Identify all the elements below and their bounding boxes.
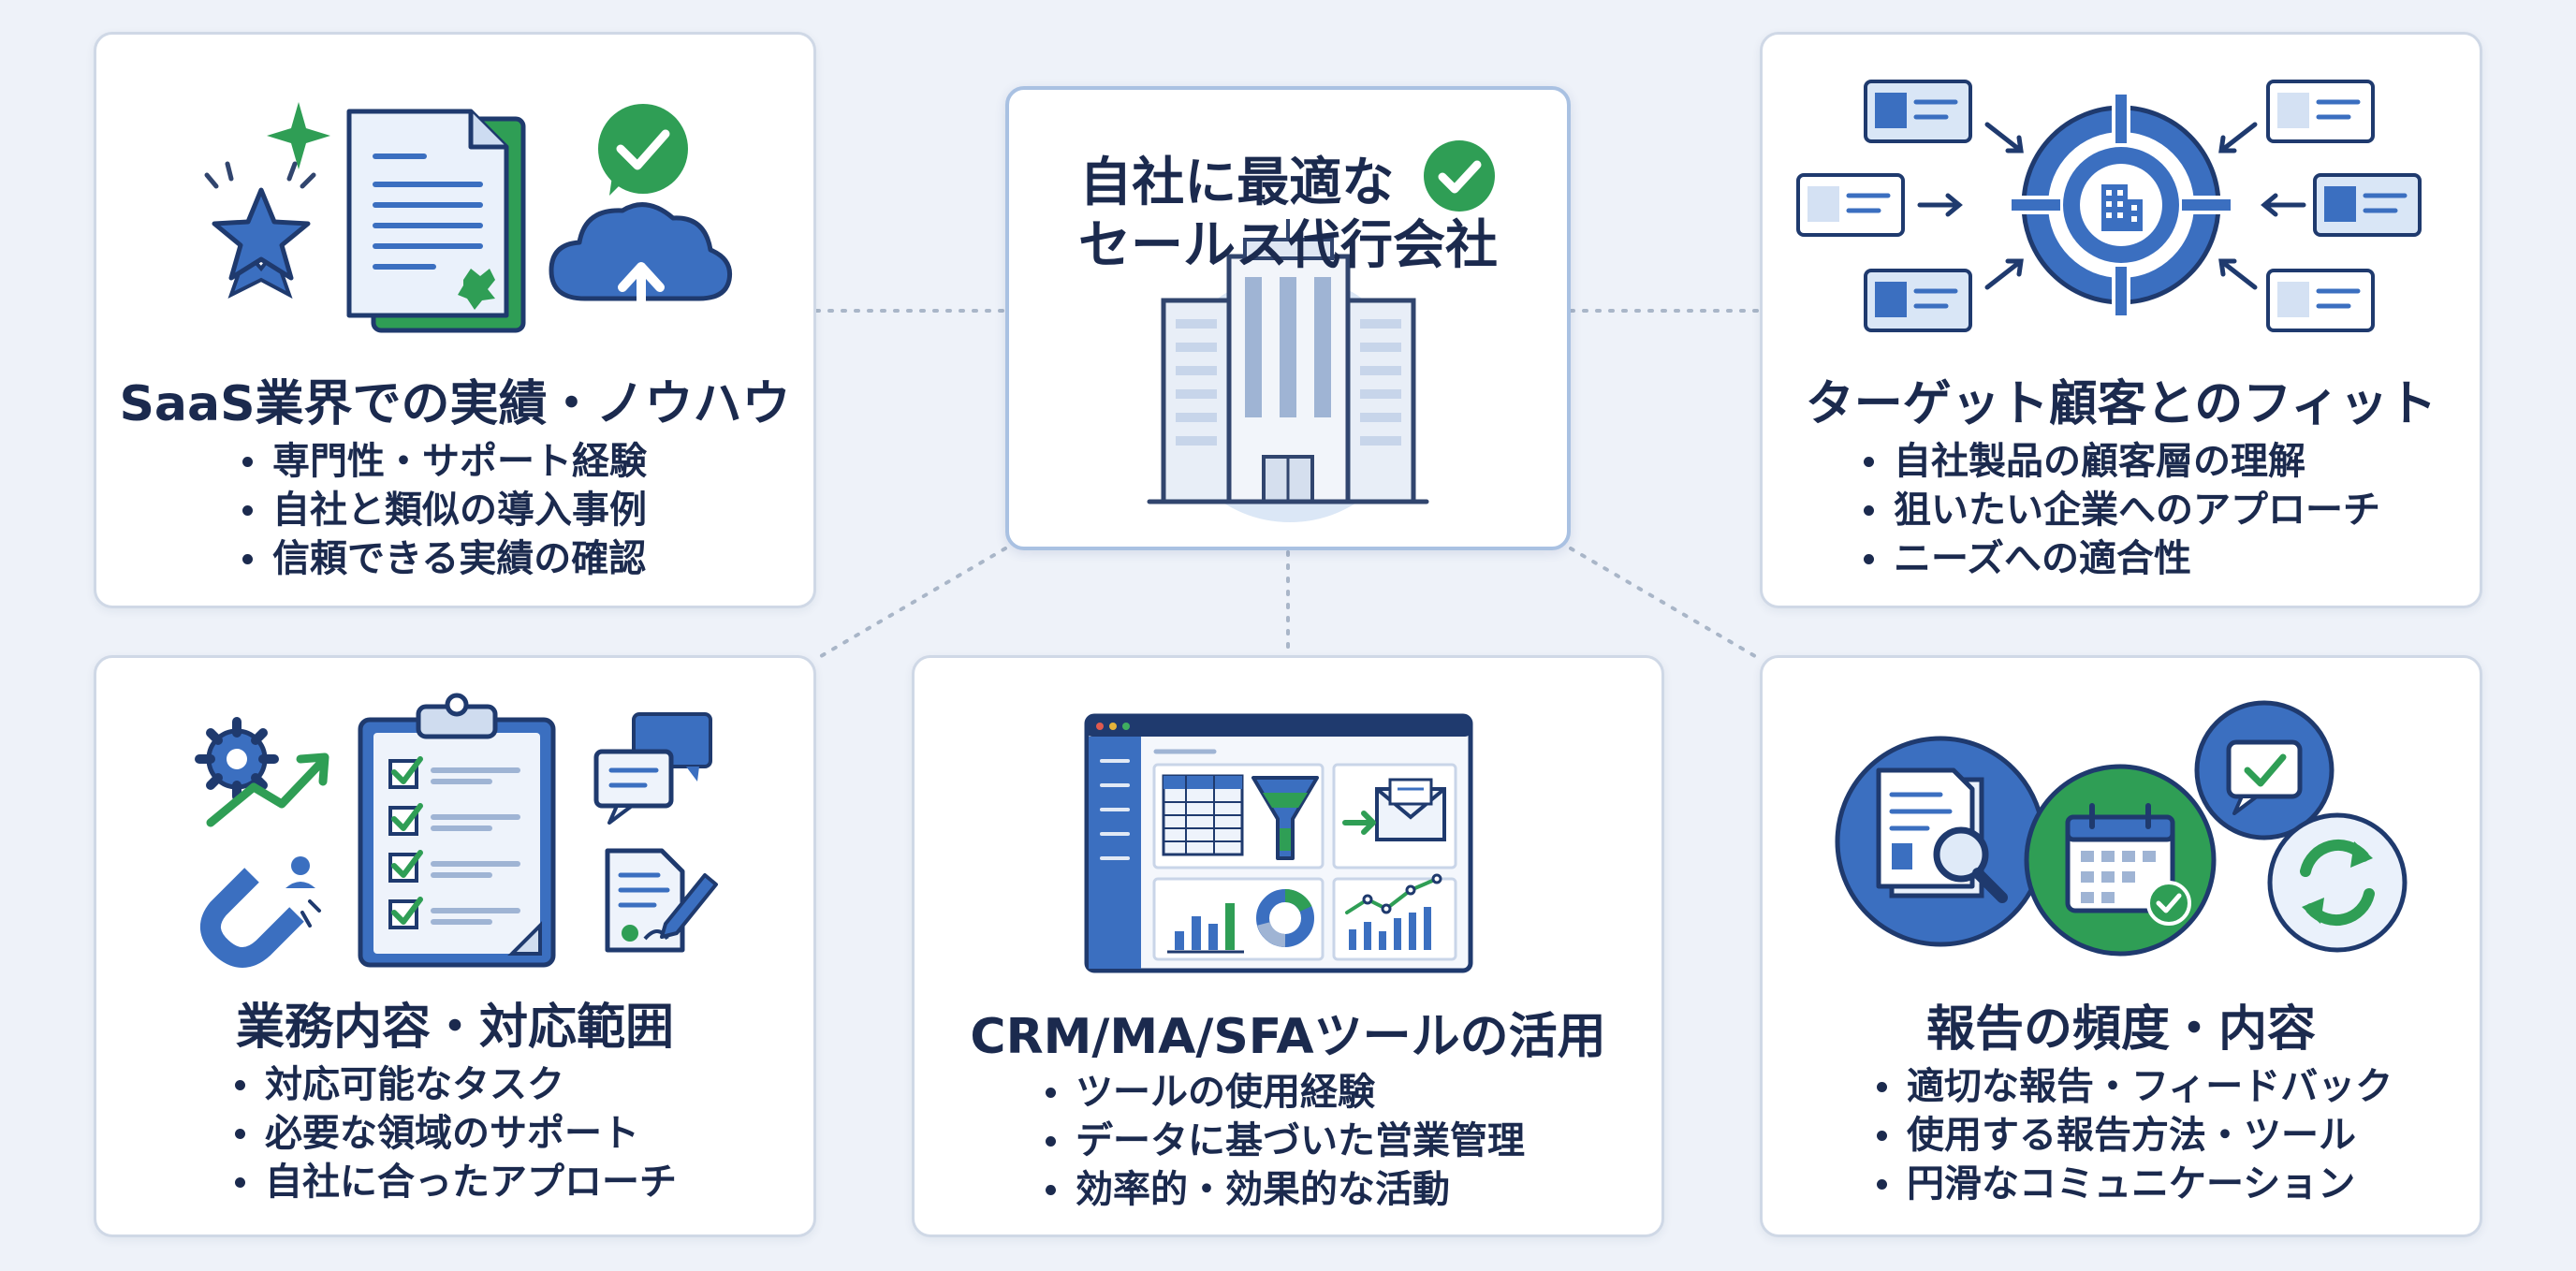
card-target-fit: ターゲット顧客とのフィット 自社製品の顧客層の理解 狙いたい企業へのアプローチ … [1760, 32, 2482, 608]
refresh-icon [2267, 812, 2408, 953]
table-grid [1162, 774, 1244, 856]
star-award-icon [204, 161, 316, 299]
bar-chart-icon [1167, 903, 1244, 954]
bullet-item: 自社と類似の導入事例 [239, 486, 647, 534]
email-icon [1342, 778, 1446, 841]
check-bubble-icon [2194, 700, 2334, 840]
bullet-item: 自社に合ったアプローチ [231, 1158, 677, 1206]
center-title: 自社に最適な [1009, 139, 1567, 218]
saas-illustration [204, 102, 733, 333]
center-title-line2: セールス代行会社 [1078, 215, 1498, 276]
scope-illustration [195, 693, 718, 968]
certificate-document-icon [346, 109, 526, 333]
profile-card-icon [1796, 80, 2422, 332]
center-card: 自社に最適な セールス代行会社 [1005, 86, 1571, 550]
office-building-icon [1147, 219, 1429, 522]
connector-bottom-left [814, 547, 1007, 661]
bullet-item: 信頼できる実績の確認 [239, 534, 647, 583]
bullet-list: 適切な報告・フィードバック 使用する報告方法・ツール 円滑なコミュニケーション [1873, 1062, 2393, 1208]
card-crm-tools: CRM/MA/SFAツールの活用 ツールの使用経験 データに基づいた営業管理 効… [912, 655, 1664, 1237]
bullet-list: 専門性・サポート経験 自社と類似の導入事例 信頼できる実績の確認 [239, 437, 647, 583]
bullet-item: 円滑なコミュニケーション [1873, 1160, 2393, 1208]
report-search-icon [1835, 736, 2046, 947]
dashboard-window-icon [1084, 713, 1473, 973]
bullet-item: 適切な報告・フィードバック [1873, 1062, 2393, 1111]
reporting-illustration [1835, 700, 2408, 957]
card-reporting: 報告の頻度・内容 適切な報告・フィードバック 使用する報告方法・ツール 円滑なコ… [1760, 655, 2482, 1237]
card-title: SaaS業界での実績・ノウハウ [119, 376, 791, 432]
bullet-item: 専門性・サポート経験 [239, 437, 647, 486]
bullet-item: 対応可能なタスク [231, 1060, 677, 1109]
magnet-icon [200, 856, 321, 968]
card-title: CRM/MA/SFAツールの活用 [970, 1009, 1606, 1065]
checklist-clipboard-icon [358, 693, 556, 968]
bullet-list: ツールの使用経験 データに基づいた営業管理 効率的・効果的な活動 [1042, 1068, 1525, 1214]
funnel-icon [1251, 776, 1319, 860]
bullet-item: 狙いたい企業へのアプローチ [1860, 486, 2380, 534]
bullet-item: 効率的・効果的な活動 [1042, 1165, 1525, 1214]
bullet-item: ニーズへの適合性 [1860, 534, 2380, 583]
card-saas-experience: SaaS業界での実績・ノウハウ 専門性・サポート経験 自社と類似の導入事例 信頼… [94, 32, 816, 608]
sparkle-icon [267, 102, 330, 169]
bullet-item: 自社製品の顧客層の理解 [1860, 437, 2380, 486]
card-title: 報告の頻度・内容 [1925, 1001, 2316, 1058]
card-title: 業務内容・対応範囲 [235, 1000, 674, 1056]
connector-bottom-right [1569, 547, 1762, 661]
bullet-list: 対応可能なタスク 必要な領域のサポート 自社に合ったアプローチ [231, 1060, 677, 1206]
calendar-check-icon [2024, 764, 2217, 957]
target-illustration [1796, 80, 2422, 332]
arrows [1917, 122, 2306, 290]
bullet-item: 使用する報告方法・ツール [1873, 1111, 2393, 1160]
check-circle-icon [1423, 140, 1495, 212]
line-chart-icon [1345, 873, 1442, 950]
bullet-item: ツールの使用経験 [1042, 1068, 1525, 1117]
card-title: ターゲット顧客とのフィット [1805, 376, 2437, 432]
chat-bubbles-icon [593, 712, 712, 825]
contract-pen-icon [605, 848, 718, 953]
gear-growth-icon [195, 717, 329, 827]
center-title-line1: 自社に最適な [1079, 153, 1395, 213]
bullet-item: 必要な領域のサポート [231, 1109, 677, 1158]
target-building-icon [2008, 91, 2234, 319]
card-business-scope: 業務内容・対応範囲 対応可能なタスク 必要な領域のサポート 自社に合ったアプロー… [94, 655, 816, 1237]
cloud-upload-icon [549, 202, 733, 318]
bullet-list: 自社製品の顧客層の理解 狙いたい企業へのアプローチ ニーズへの適合性 [1860, 437, 2380, 583]
donut-chart-icon [1256, 888, 1314, 947]
bullet-item: データに基づいた営業管理 [1042, 1117, 1525, 1165]
check-bubble-icon [598, 104, 688, 196]
